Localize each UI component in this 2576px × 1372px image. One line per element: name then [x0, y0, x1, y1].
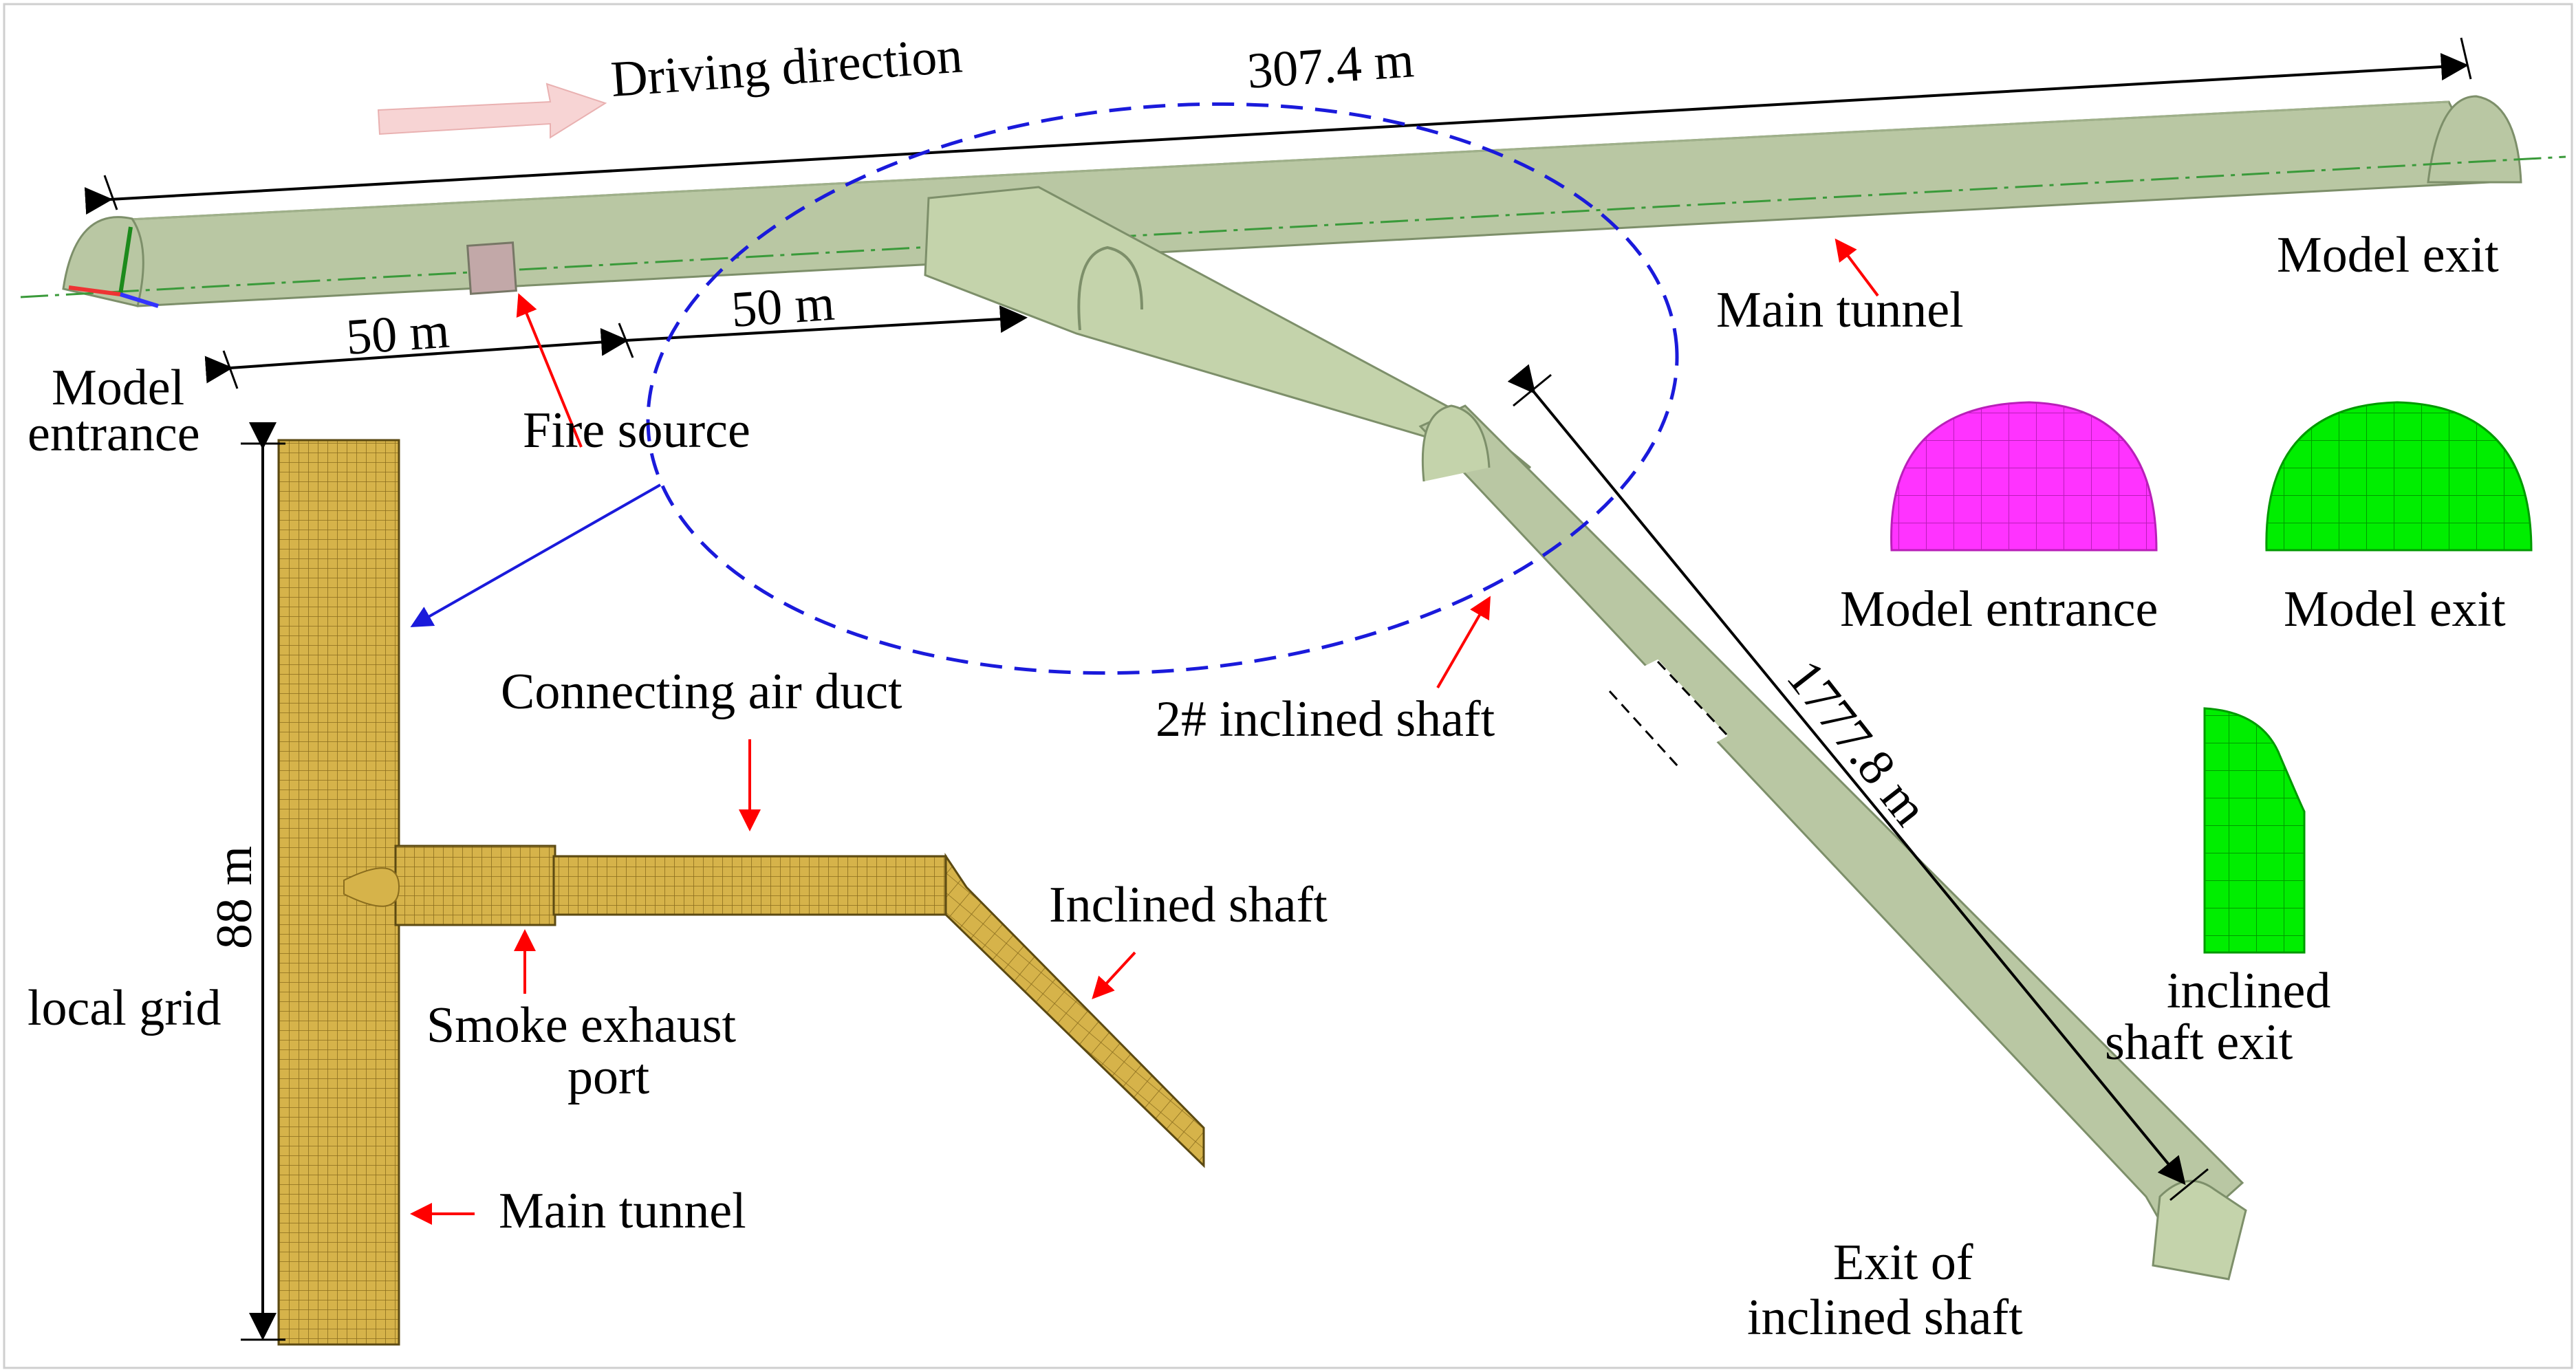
section-shaft-label-line1: inclined: [2167, 963, 2330, 1019]
fire-source-box: [466, 241, 517, 295]
main-tunnel-grid-label: Main tunnel: [499, 1183, 746, 1239]
shaft-exit-label-line2: inclined shaft: [1747, 1289, 2023, 1346]
mesh-smoke-port: [394, 845, 556, 926]
section-entrance-shape: [1890, 401, 2158, 552]
callout-arrows: [410, 238, 1879, 1225]
grid-height-label: 88 m: [206, 846, 263, 949]
axis-triad-icon: [68, 226, 159, 308]
section-exit-label: Model exit: [2284, 581, 2506, 638]
smoke-port-label-line2: port: [567, 1049, 650, 1105]
mesh-connecting-duct: [552, 855, 947, 916]
zoom-ellipse: [646, 102, 1679, 675]
dimension-lines: [84, 37, 2472, 1201]
inclined-shaft-label: Inclined shaft: [1049, 877, 1328, 933]
section-shaft-shape: [2203, 707, 2306, 954]
segment2-length-label: 50 m: [729, 275, 836, 338]
main-tunnel-label-top: Main tunnel: [1716, 282, 1964, 338]
local-grid-label: local grid: [28, 980, 221, 1036]
shaft-exit-label-line1: Exit of: [1833, 1234, 1973, 1291]
section-shaft-label-line2: shaft exit: [2105, 1014, 2293, 1071]
mesh-inclined-shaft: [944, 853, 1205, 1168]
section-exit-shape: [2265, 401, 2533, 552]
driving-direction-arrow: [377, 83, 607, 139]
model-exit-label-top: Model exit: [2277, 227, 2499, 283]
smoke-port-label-line1: Smoke exhaust: [426, 997, 737, 1054]
model-entrance-label-line1: Model: [52, 360, 184, 416]
inclined-shaft-2-label: 2# inclined shaft: [1156, 691, 1495, 748]
fire-source-label: Fire source: [523, 402, 750, 459]
zoom-arrow: [410, 483, 661, 627]
segment1-length-label: 50 m: [344, 303, 451, 366]
model-entrance-label-line2: entrance: [28, 406, 200, 462]
local-grid-mesh: [277, 439, 1205, 1346]
main-length-label: 307.4 m: [1245, 32, 1416, 100]
section-entrance-label: Model entrance: [1840, 581, 2158, 638]
connecting-duct-label: Connecting air duct: [501, 664, 902, 720]
